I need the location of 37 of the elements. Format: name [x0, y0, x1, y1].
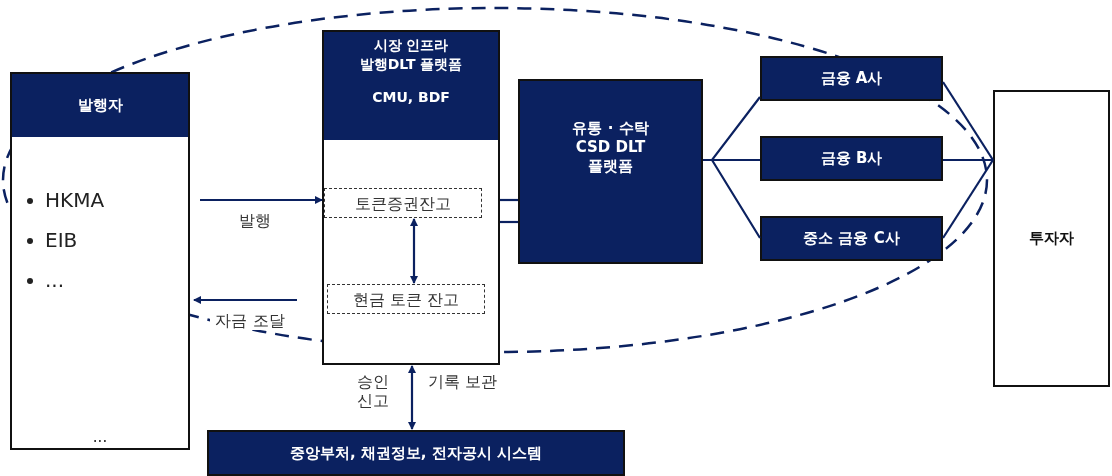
issuer-box — [10, 72, 190, 450]
connector-line — [500, 220, 518, 224]
balance-box — [324, 188, 482, 218]
arrow — [410, 218, 418, 284]
company-box — [760, 216, 943, 261]
system-box — [207, 430, 625, 476]
connector-line — [943, 158, 993, 162]
balance-box — [327, 284, 485, 314]
box-label: 투자자 — [1029, 229, 1074, 248]
platform-box — [322, 30, 500, 365]
list-item: HKMA — [45, 187, 105, 213]
header-text: 발행자 — [77, 96, 123, 115]
platform-box — [518, 79, 703, 264]
investor-box — [993, 90, 1110, 387]
box-label: 중소 금융 C사 — [802, 229, 901, 248]
arrow — [200, 196, 323, 204]
connector-line — [703, 158, 761, 239]
box-label: 현금 토큰 잔고 — [352, 289, 460, 309]
box-label: 금융 A사 — [819, 69, 884, 88]
connector-line — [942, 159, 994, 239]
header-text: 시장 인프라 발행DLT 플랫폼 — [358, 36, 464, 74]
company-box — [760, 56, 943, 101]
box-label: 금융 B사 — [819, 149, 884, 168]
box-label: 토큰증권잔고 — [355, 193, 451, 213]
ellipsis-text: ... — [91, 427, 109, 448]
edge-label: 승인 신고 — [356, 372, 390, 410]
box-label: 중앙부처, 채권정보, 전자공시 시스템 — [288, 443, 544, 463]
company-box — [760, 136, 943, 181]
connector-line — [500, 198, 518, 202]
box-label: 유통 · 수탁 CSD DLT 플랫폼 — [571, 119, 650, 176]
list-item: ... — [45, 267, 65, 293]
note-text: 기록 보관 — [428, 372, 498, 393]
connector-line — [942, 81, 994, 161]
arrow — [193, 296, 297, 304]
header-text: CMU, BDF — [371, 88, 451, 107]
list-item: EIB — [45, 227, 78, 253]
arrow — [408, 365, 416, 430]
